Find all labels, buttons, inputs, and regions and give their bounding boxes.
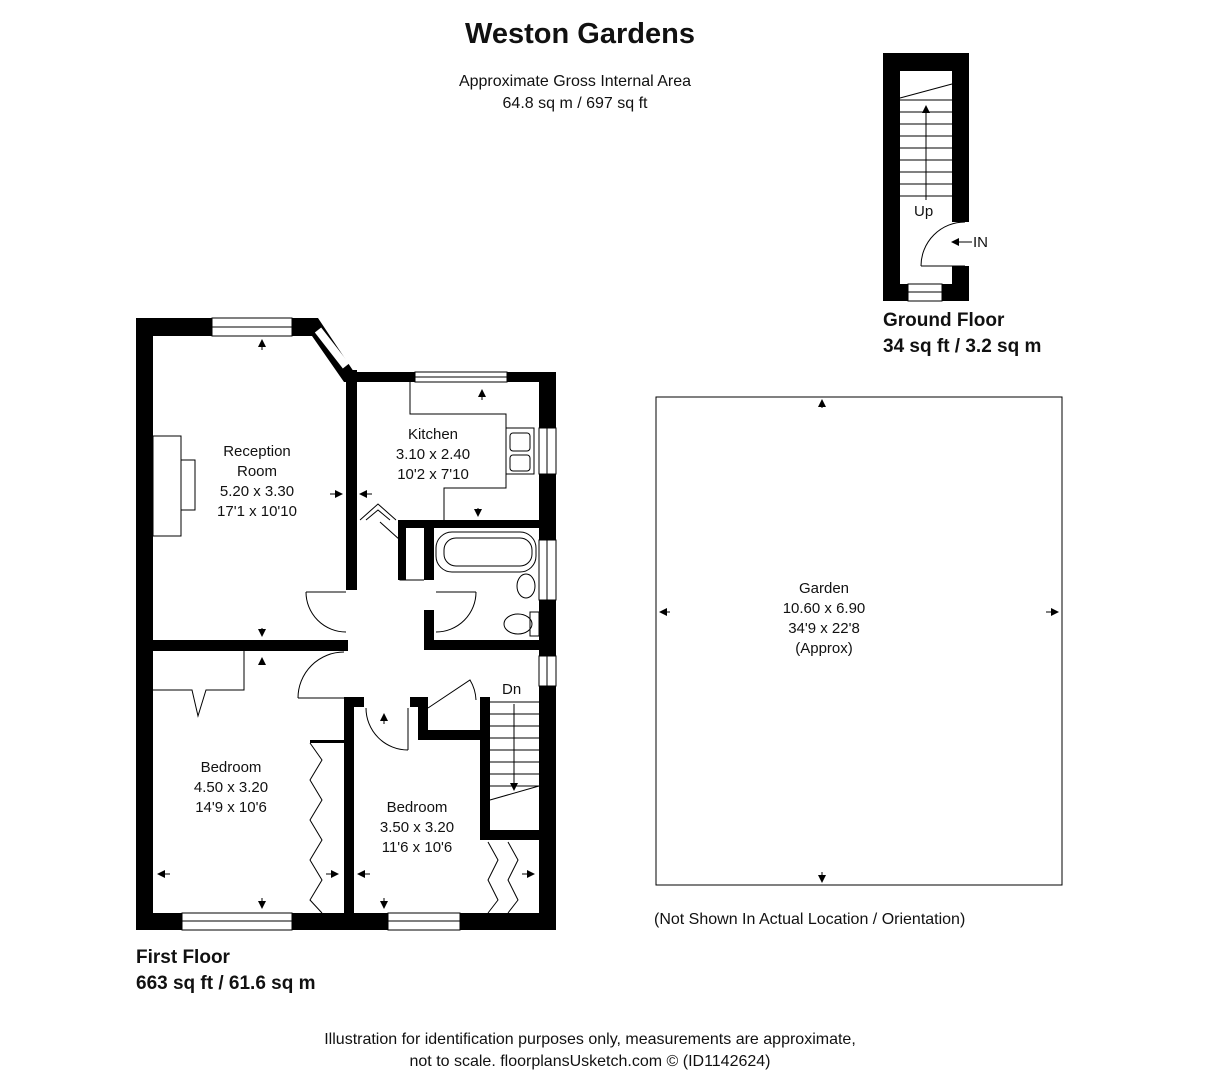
- room-kitchen: Kitchen 3.10 x 2.40 10'2 x 7'10: [368, 425, 498, 485]
- disclaimer-line-1: Illustration for identification purposes…: [324, 1031, 856, 1048]
- garden-imperial: 34'9 x 22'8: [788, 620, 860, 637]
- room-imperial: 17'1 x 10'10: [217, 503, 297, 520]
- location-note: (Not Shown In Actual Location / Orientat…: [654, 911, 966, 928]
- garden-label: Garden 10.60 x 6.90 34'9 x 22'8 (Approx): [764, 579, 884, 659]
- room-metric: 4.50 x 3.20: [193, 779, 269, 796]
- room-imperial: 14'9 x 10'6: [195, 799, 267, 816]
- disclaimer-line-2: not to scale. floorplansUsketch.com © (I…: [409, 1053, 771, 1070]
- room-bedroom-1: Bedroom 4.50 x 3.20 14'9 x 10'6: [166, 758, 296, 818]
- first-floor-name: First Floor: [136, 947, 230, 968]
- garden-metric: 10.60 x 6.90: [782, 600, 866, 617]
- entrance-label: IN: [973, 234, 988, 251]
- gross-area-value: 64.8 sq m / 697 sq ft: [502, 95, 648, 112]
- first-floor-area: 663 sq ft / 61.6 sq m: [136, 973, 316, 994]
- room-bedroom-2: Bedroom 3.50 x 3.20 11'6 x 10'6: [352, 798, 482, 858]
- ground-floor-plan: [883, 53, 972, 302]
- ground-floor-name: Ground Floor: [883, 310, 1005, 331]
- room-name: Bedroom: [386, 799, 448, 816]
- garden-name: Garden: [798, 580, 850, 597]
- room-name-line2: Room: [236, 463, 277, 480]
- room-reception: Reception Room 5.20 x 3.30 17'1 x 10'10: [187, 442, 327, 522]
- room-metric: 3.10 x 2.40: [395, 446, 471, 463]
- stairs-up-label: Up: [914, 203, 934, 220]
- room-imperial: 11'6 x 10'6: [381, 839, 453, 856]
- garden-outline: [655, 396, 1063, 886]
- room-imperial: 10'2 x 7'10: [397, 466, 469, 483]
- plan-title: Weston Gardens: [465, 18, 695, 50]
- room-name: Bedroom: [200, 759, 262, 776]
- room-metric: 3.50 x 3.20: [379, 819, 455, 836]
- gross-area-label: Approximate Gross Internal Area: [458, 73, 692, 90]
- room-name: Reception: [223, 443, 291, 460]
- first-floor-plan: [136, 317, 557, 931]
- ground-floor-area: 34 sq ft / 3.2 sq m: [883, 336, 1042, 357]
- garden-note: (Approx): [795, 640, 853, 657]
- room-name: Kitchen: [407, 426, 459, 443]
- room-metric: 5.20 x 3.30: [219, 483, 295, 500]
- stairs-down-label: Dn: [502, 681, 522, 698]
